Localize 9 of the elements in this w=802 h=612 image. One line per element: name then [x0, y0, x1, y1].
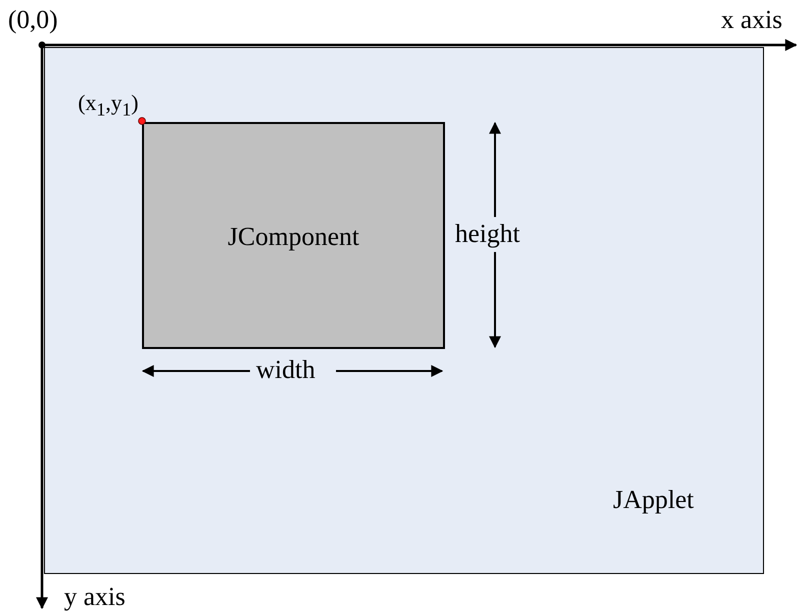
box-label: JComponent: [226, 222, 360, 252]
box-label: JApplet: [613, 485, 694, 515]
component-box: [142, 122, 445, 349]
applet-panel: [44, 47, 764, 574]
axis-label: x axis: [721, 5, 782, 35]
coordinate-label: (x$_{1}$,y$_{1}$): [78, 89, 138, 122]
axis-label: y axis: [64, 582, 126, 612]
dimension-label: width: [256, 355, 316, 385]
coordinate-label: (0,0): [8, 5, 58, 35]
